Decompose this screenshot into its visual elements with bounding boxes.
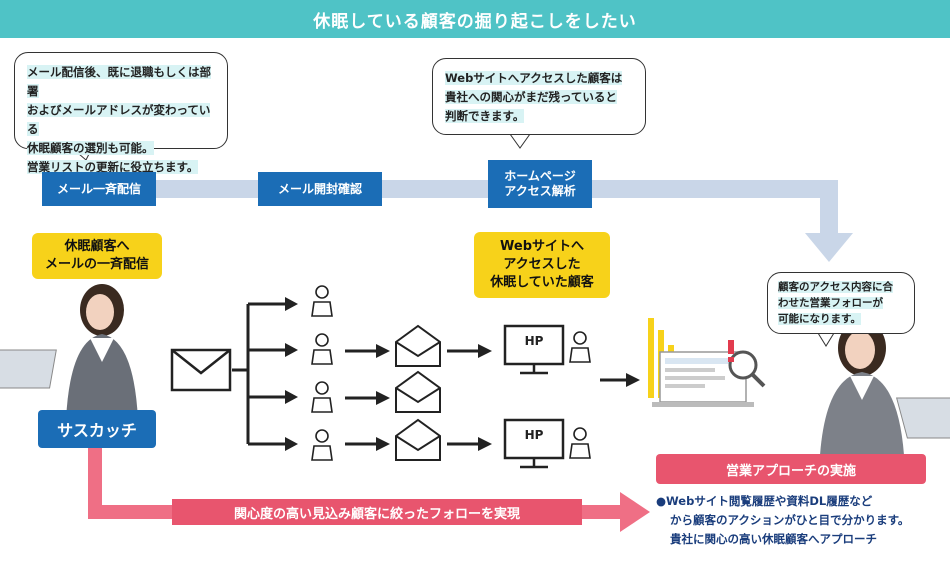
step-mail-open-check: メール開封確認 <box>258 172 382 206</box>
step-homepage-analytics: ホームページ アクセス解析 <box>488 160 592 208</box>
bubble-text-line: 営業リストの更新に役立ちます。 <box>27 160 199 174</box>
speech-bubble-right: 顧客のアクセス内容に合 わせた営業フォローが 可能になります。 <box>767 272 915 334</box>
step-label-line: ホームページ <box>504 169 576 183</box>
bubble-text-line: およびメールアドレスが変わっている <box>27 103 211 136</box>
flow-arrow-head <box>805 233 853 262</box>
laptop-analytics-icon <box>648 318 766 407</box>
description-line: 貴社に関心の高い休眠顧客へアプローチ <box>670 532 877 546</box>
page-title: 休眠している顧客の掘り起こしをしたい <box>0 0 950 38</box>
description-text: ●Webサイト閲覧履歴や資料DL履歴など から顧客のアクションがひと目で分かりま… <box>656 492 946 549</box>
bubble-text-line: 可能になります。 <box>778 313 861 325</box>
label-line: メールの一斉配信 <box>44 257 149 272</box>
pink-arrow-stem <box>88 448 102 518</box>
label-dormant-mail: 休眠顧客へ メールの一斉配信 <box>32 233 162 279</box>
businesswoman-left-illustration <box>0 284 138 420</box>
monitor-icon <box>503 324 565 469</box>
description-line: ●Webサイト閲覧履歴や資料DL履歴など <box>656 494 873 508</box>
label-line: アクセスした <box>503 257 581 272</box>
bubble-text-line: 判断できます。 <box>445 109 525 123</box>
description-line: から顧客のアクションがひと目で分かります。 <box>670 513 910 527</box>
bubble-text-line: 貴社への関心がまだ残っていると <box>445 90 617 104</box>
hp-label: HP <box>524 428 544 442</box>
label-web-visitors: Webサイトへ アクセスした 休眠していた顧客 <box>474 232 610 298</box>
step-mail-broadcast: メール一斉配信 <box>42 172 156 206</box>
speech-bubble-left: メール配信後、既に退職もしくは部署 およびメールアドレスが変わっている 休眠顧客… <box>14 52 228 174</box>
hp-label: HP <box>524 334 544 348</box>
bubble-text-line: わせた営業フォローが <box>778 297 883 309</box>
bubble-text-line: 休眠顧客の選別も可能。 <box>27 141 154 155</box>
branch-arrows <box>232 297 298 451</box>
step-label-line: アクセス解析 <box>504 184 576 198</box>
pink-arrow-head <box>620 492 650 532</box>
bottom-arrow-label: 関心度の高い見込み顧客に絞ったフォローを実現 <box>172 499 582 525</box>
sales-approach-badge: 営業アプローチの実施 <box>656 454 926 484</box>
person-icon <box>311 285 591 461</box>
product-name-badge: サスカッチ <box>38 410 156 448</box>
label-line: Webサイトへ <box>500 239 584 254</box>
envelope-icon <box>170 348 232 392</box>
flow-bar <box>100 180 830 198</box>
bubble-text-line: 顧客のアクセス内容に合 <box>778 281 893 293</box>
bubble-text-line: メール配信後、既に退職もしくは部署 <box>27 65 211 98</box>
speech-bubble-middle: Webサイトへアクセスした顧客は 貴社への関心がまだ残っていると 判断できます。 <box>432 58 646 135</box>
bubble-text-line: Webサイトへアクセスした顧客は <box>445 71 623 85</box>
open-envelope-icon <box>395 324 441 461</box>
label-line: 休眠していた顧客 <box>490 275 594 290</box>
businesswoman-right-illustration <box>820 320 950 455</box>
label-line: 休眠顧客へ <box>64 239 130 254</box>
